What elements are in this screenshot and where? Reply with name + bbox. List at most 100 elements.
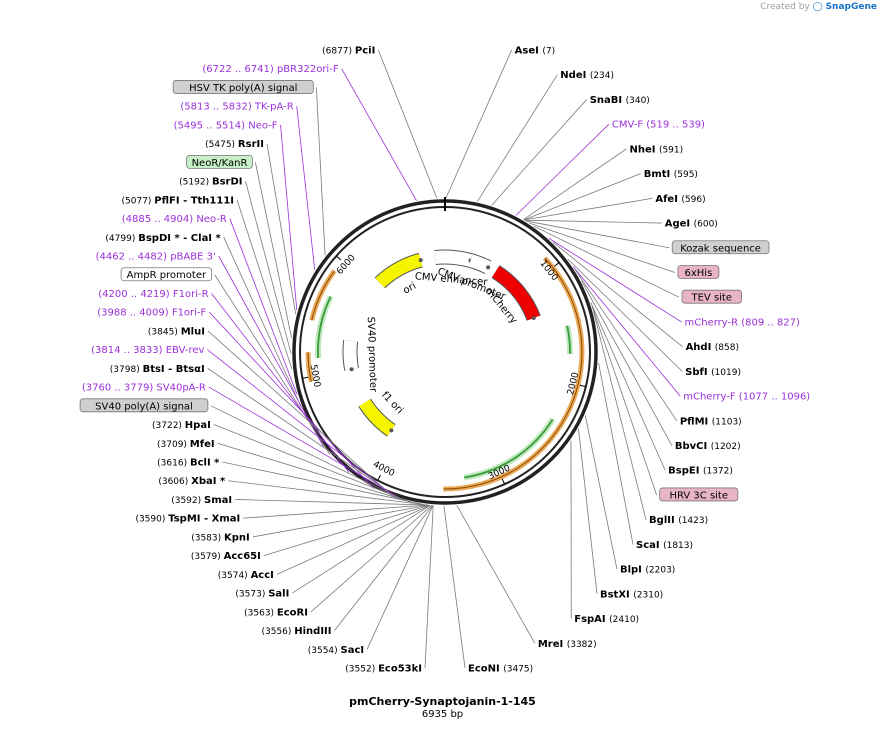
plasmid-size: 6935 bp — [421, 709, 464, 720]
primer-label: (5495 .. 5514) Neo-F — [174, 120, 278, 131]
enzyme-label: PflMI (1103) — [680, 416, 742, 427]
primer-label: (6722 .. 6741) pBR322ori-F — [202, 64, 338, 75]
enzyme-label: (3554) SacI — [308, 645, 364, 656]
snapgene-logo-icon: ◯ — [812, 2, 823, 12]
tick-label: 4000 — [371, 460, 396, 480]
enzyme-label: (3616) BclI * — [157, 458, 220, 469]
enzyme-label: (3798) BtsI - BtsαI — [110, 364, 205, 375]
leader-line — [524, 197, 653, 221]
leader-line — [211, 293, 350, 473]
green-arc-1 — [464, 418, 554, 479]
enzyme-label: BlpI (2203) — [620, 565, 675, 576]
leader-line — [581, 280, 673, 446]
enzyme-label: NdeI (234) — [560, 70, 614, 81]
leader-line — [341, 68, 417, 201]
tick-mark — [501, 478, 506, 485]
primer-label: mCherry-F (1077 .. 1096) — [683, 392, 810, 403]
feature-box — [120, 267, 213, 282]
enzyme-label: (3590) TspMI - XmaI — [135, 514, 240, 525]
leader-line — [552, 241, 683, 347]
feature-arrow-tip — [486, 265, 491, 270]
leader-line — [572, 266, 681, 397]
leader-line — [236, 199, 293, 370]
feature-box — [671, 240, 770, 255]
leader-line — [218, 255, 324, 447]
feature-label: SV40 promoter — [365, 317, 379, 394]
enzyme-label: MreI (3382) — [538, 639, 597, 650]
feature-arrow-3 — [491, 266, 540, 321]
feature-arrow-1 — [434, 250, 473, 267]
leader-line — [366, 505, 434, 650]
primer-label: (3760 .. 3779) SV40pA-R — [82, 383, 206, 394]
enzyme-label: (3722) HpaI — [152, 420, 211, 431]
leader-line — [377, 49, 438, 199]
credit-prefix: Created by — [760, 2, 810, 12]
primer-label: (4462 .. 4482) pBABE 3' — [96, 252, 216, 263]
enzyme-label: (6877) PciI — [322, 46, 375, 57]
enzyme-label: AfeI (596) — [655, 194, 705, 205]
enzyme-label: (3579) Acc65I — [191, 551, 261, 562]
leader-line — [207, 349, 397, 499]
leader-line — [207, 368, 400, 500]
green-arc-0 — [566, 325, 571, 354]
feature-box-label: TEV site — [691, 293, 733, 304]
enzyme-label: SbfI (1019) — [685, 367, 741, 378]
leader-line — [245, 180, 292, 354]
tick-mark — [554, 262, 560, 267]
leader-line — [456, 505, 536, 644]
tick-label: 5000 — [308, 364, 322, 389]
leader-line — [229, 218, 298, 395]
feature-label: ori — [401, 281, 418, 297]
primer-label: (5813 .. 5832) TK-pA-R — [180, 102, 293, 113]
tick-mark — [302, 376, 309, 379]
enzyme-label: (5475) RsrII — [205, 139, 264, 150]
leader-line — [213, 424, 410, 503]
green-arc-2 — [317, 296, 332, 358]
leader-line — [548, 238, 682, 323]
enzyme-label: BmtI (595) — [644, 169, 698, 180]
enzyme-label: NheI (591) — [629, 144, 683, 155]
primer-label: (3988 .. 4009) F1ori-F — [97, 308, 206, 319]
primer-label: (4200 .. 4219) F1ori-R — [98, 289, 208, 300]
enzyme-label: (3563) EcoRI — [244, 607, 308, 618]
leader-line — [523, 148, 627, 220]
feature-arrow-tip — [389, 428, 394, 433]
leader-line — [592, 309, 647, 520]
enzyme-label: BglII (1423) — [649, 515, 708, 526]
enzyme-label: (3845) MluI — [148, 326, 205, 337]
enzyme-label: (3583) KpnI — [191, 532, 250, 543]
leader-line — [477, 74, 558, 202]
leader-line — [276, 504, 431, 575]
enzyme-label: FspAI (2410) — [574, 614, 639, 625]
leader-line — [598, 362, 634, 545]
leader-line — [424, 505, 434, 669]
tick-mark — [336, 255, 342, 261]
enzyme-label: (4799) BspDI * - ClaI * — [105, 233, 221, 244]
leader-line — [334, 505, 433, 631]
leader-line — [533, 225, 680, 298]
leader-line — [584, 415, 618, 570]
enzyme-label: (3552) Eco53kI — [345, 664, 422, 675]
primer-label: mCherry-R (809 .. 827) — [685, 317, 801, 328]
feature-arrow-2 — [468, 254, 492, 274]
tick-mark — [377, 474, 381, 481]
feature-arrow-tip — [349, 367, 354, 372]
feature-box — [681, 289, 742, 304]
leader-line — [524, 219, 662, 224]
cds-arc-core-1 — [311, 270, 335, 321]
tick-label: 6000 — [335, 253, 358, 277]
leader-line — [217, 442, 412, 503]
enzyme-label: BbvCI (1202) — [675, 441, 741, 452]
feature-arrow-0 — [375, 253, 423, 288]
feature-box — [172, 80, 314, 94]
leader-line — [491, 99, 588, 206]
leader-line — [255, 162, 293, 339]
feature-box — [186, 154, 253, 169]
enzyme-label: (3573) SalI — [235, 589, 289, 600]
feature-box-label: 6xHis — [684, 268, 712, 279]
leader-line — [252, 504, 429, 538]
feature-box-label: HRV 3C site — [669, 490, 728, 501]
enzyme-label: (3574) AccI — [218, 570, 274, 581]
primer-label: (4885 .. 4904) Neo-R — [122, 214, 227, 225]
